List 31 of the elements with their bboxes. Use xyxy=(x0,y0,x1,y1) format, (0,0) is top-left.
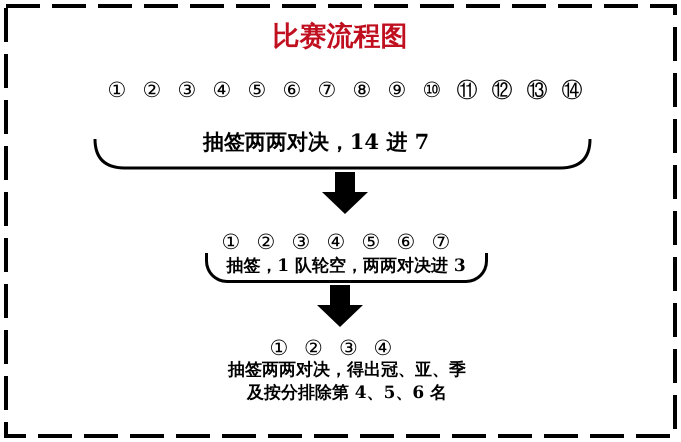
circled-number: ⑦ xyxy=(318,78,336,102)
circled-number: ⑨ xyxy=(388,78,406,102)
circled-number: ② xyxy=(256,230,276,254)
circled-number: ④ xyxy=(374,336,393,360)
circled-number: ⑭ xyxy=(562,78,582,102)
circled-number: ⑤ xyxy=(248,78,266,102)
circled-number: ① xyxy=(222,230,240,254)
circled-number: ⑥ xyxy=(396,230,416,254)
circled-number: ① xyxy=(270,336,288,360)
step-description: 抽签，1 队轮空，两两对决进 3 xyxy=(226,255,466,277)
circled-number: ② xyxy=(304,336,324,360)
circled-number: ① xyxy=(108,78,126,102)
circled-number: ② xyxy=(142,78,162,102)
step-description: 抽签两两对决，14 进 7 xyxy=(202,130,430,154)
circled-number: ⑤ xyxy=(362,230,380,254)
step-description: 抽签两两对决，得出冠、亚、季及按分排除第 4、5、6 名 xyxy=(226,359,467,405)
circled-number: ⑬ xyxy=(526,78,548,102)
circled-number: ⑫ xyxy=(492,78,512,102)
arrow xyxy=(322,172,368,214)
circled-number: ⑧ xyxy=(352,78,372,102)
circled-number: ④ xyxy=(326,230,346,254)
circled-number: ③ xyxy=(178,78,196,102)
circled-number: ⑩ xyxy=(422,78,442,102)
circled-number: ⑥ xyxy=(282,78,302,102)
circled-number: ④ xyxy=(212,78,232,102)
circled-number: ⑪ xyxy=(456,78,478,102)
arrow xyxy=(317,285,363,327)
circled-number: ③ xyxy=(338,336,358,360)
circled-number: ⑦ xyxy=(432,230,450,254)
title: 比赛流程图 xyxy=(272,21,408,53)
circled-number: ③ xyxy=(292,230,310,254)
